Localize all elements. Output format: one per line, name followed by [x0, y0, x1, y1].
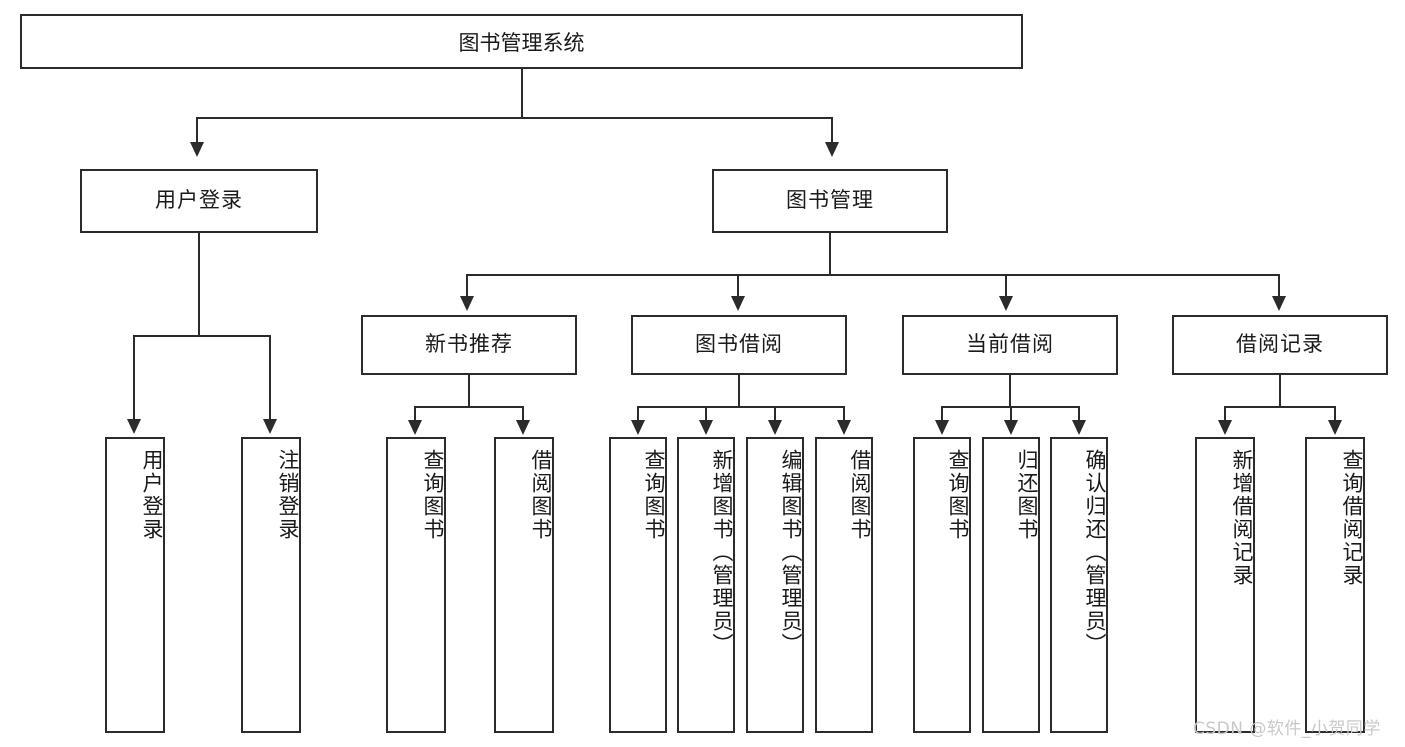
node-label: 确认归还（管理员） — [1083, 449, 1107, 656]
arrow-book-borrow-to-leaf-2 — [699, 420, 713, 435]
arrow-borrow-record-to-leaf-1 — [1218, 420, 1232, 435]
node-book-borrow[interactable]: 图书借阅 — [631, 315, 847, 375]
leaf-borrow-book-borrow[interactable]: 借阅图书 — [815, 437, 873, 733]
arrow-root-to-user-login — [190, 142, 204, 157]
arrow-book-borrow-to-leaf-3 — [768, 420, 782, 435]
node-label: 归还图书 — [1015, 449, 1039, 541]
edge-user-login-bar — [133, 335, 271, 337]
edge-new-book-rec-bar — [414, 406, 524, 408]
node-label: 查询借阅记录 — [1340, 449, 1364, 587]
leaf-user-login[interactable]: 用户登录 — [105, 437, 165, 733]
leaf-borrow-book-new-rec[interactable]: 借阅图书 — [494, 437, 554, 733]
leaf-query-book-current[interactable]: 查询图书 — [913, 437, 971, 733]
edge-book-manage-to-borrow-record — [1278, 274, 1280, 298]
node-label: 图书借阅 — [695, 332, 783, 357]
edge-borrow-record-to-leaf-2 — [1334, 406, 1336, 422]
edge-borrow-record-stem — [1279, 375, 1281, 407]
edge-book-manage-to-current-borrow — [1005, 274, 1007, 298]
node-new-book-recommendation[interactable]: 新书推荐 — [361, 315, 577, 375]
edge-root-stem — [521, 69, 523, 117]
node-book-manage[interactable]: 图书管理 — [712, 169, 948, 233]
edge-root-to-book-manage — [831, 117, 833, 144]
edge-new-book-rec-to-leaf-2 — [522, 406, 524, 422]
node-label: 图书管理 — [786, 188, 874, 213]
edge-borrow-record-to-leaf-1 — [1224, 406, 1226, 422]
node-label: 借阅图书 — [529, 449, 553, 541]
arrow-book-manage-to-borrow-record — [1272, 296, 1286, 311]
edge-user-login-stem — [198, 233, 200, 336]
arrow-new-book-rec-to-leaf-1 — [408, 420, 422, 435]
leaf-query-book-new-rec[interactable]: 查询图书 — [386, 437, 446, 733]
arrow-current-borrow-to-leaf-1 — [935, 420, 949, 435]
node-label: 查询图书 — [946, 449, 970, 541]
edge-current-borrow-to-leaf-2 — [1010, 406, 1012, 422]
node-user-login[interactable]: 用户登录 — [80, 169, 318, 233]
leaf-query-book-borrow[interactable]: 查询图书 — [609, 437, 667, 733]
arrow-book-manage-to-new-book-rec — [460, 296, 474, 311]
leaf-add-borrow-record[interactable]: 新增借阅记录 — [1195, 437, 1255, 733]
arrow-book-manage-to-book-borrow — [731, 296, 745, 311]
edge-current-borrow-stem — [1009, 375, 1011, 407]
node-borrow-record[interactable]: 借阅记录 — [1172, 315, 1388, 375]
leaf-logout-login[interactable]: 注销登录 — [241, 437, 301, 733]
edge-borrow-record-bar — [1224, 406, 1336, 408]
node-root-system[interactable]: 图书管理系统 — [20, 14, 1023, 69]
arrow-user-login-to-leaf-2 — [263, 419, 277, 434]
leaf-edit-book-admin[interactable]: 编辑图书（管理员） — [746, 437, 804, 733]
node-label: 新增借阅记录 — [1230, 449, 1254, 587]
node-label: 查询图书 — [421, 449, 445, 541]
leaf-query-borrow-record[interactable]: 查询借阅记录 — [1305, 437, 1365, 733]
edge-book-borrow-to-leaf-4 — [843, 406, 845, 422]
edge-book-borrow-to-leaf-2 — [705, 406, 707, 422]
edge-root-bar — [196, 117, 833, 119]
edge-book-borrow-bar — [637, 406, 845, 408]
leaf-add-book-admin[interactable]: 新增图书（管理员） — [677, 437, 735, 733]
node-label: 注销登录 — [276, 449, 300, 541]
arrow-new-book-rec-to-leaf-2 — [516, 420, 530, 435]
csdn-watermark: CSDN @软件_小贺同学 — [1193, 719, 1381, 739]
node-label: 借阅记录 — [1236, 332, 1324, 357]
edge-new-book-rec-stem — [468, 375, 470, 407]
edge-user-login-to-leaf-1 — [133, 335, 135, 421]
node-label: 用户登录 — [140, 449, 164, 541]
node-label: 当前借阅 — [966, 332, 1054, 357]
edge-book-borrow-stem — [738, 375, 740, 407]
node-label: 借阅图书 — [848, 449, 872, 541]
edge-book-manage-bar — [466, 274, 1280, 276]
node-current-borrow[interactable]: 当前借阅 — [902, 315, 1118, 375]
arrow-book-borrow-to-leaf-1 — [631, 420, 645, 435]
node-label: 用户登录 — [155, 188, 243, 213]
edge-new-book-rec-to-leaf-1 — [414, 406, 416, 422]
edge-book-borrow-to-leaf-3 — [774, 406, 776, 422]
node-label: 图书管理系统 — [458, 30, 585, 55]
node-label: 查询图书 — [642, 449, 666, 541]
edge-book-borrow-to-leaf-1 — [637, 406, 639, 422]
edge-book-manage-stem — [829, 233, 831, 275]
edge-current-borrow-to-leaf-3 — [1078, 406, 1080, 422]
node-label: 新书推荐 — [425, 332, 513, 357]
arrow-user-login-to-leaf-1 — [127, 419, 141, 434]
arrow-book-manage-to-current-borrow — [999, 296, 1013, 311]
edge-current-borrow-to-leaf-1 — [941, 406, 943, 422]
leaf-confirm-return-admin[interactable]: 确认归还（管理员） — [1050, 437, 1108, 733]
arrow-current-borrow-to-leaf-3 — [1072, 420, 1086, 435]
arrow-book-borrow-to-leaf-4 — [837, 420, 851, 435]
edge-root-to-user-login — [196, 117, 198, 144]
node-label: 编辑图书（管理员） — [779, 449, 803, 656]
node-label: 新增图书（管理员） — [710, 449, 734, 656]
arrow-borrow-record-to-leaf-2 — [1328, 420, 1342, 435]
edge-book-manage-to-new-book-rec — [466, 274, 468, 298]
edge-user-login-to-leaf-2 — [269, 335, 271, 421]
arrow-root-to-book-manage — [825, 142, 839, 157]
arrow-current-borrow-to-leaf-2 — [1004, 420, 1018, 435]
leaf-return-book[interactable]: 归还图书 — [982, 437, 1040, 733]
edge-book-manage-to-book-borrow — [737, 274, 739, 298]
